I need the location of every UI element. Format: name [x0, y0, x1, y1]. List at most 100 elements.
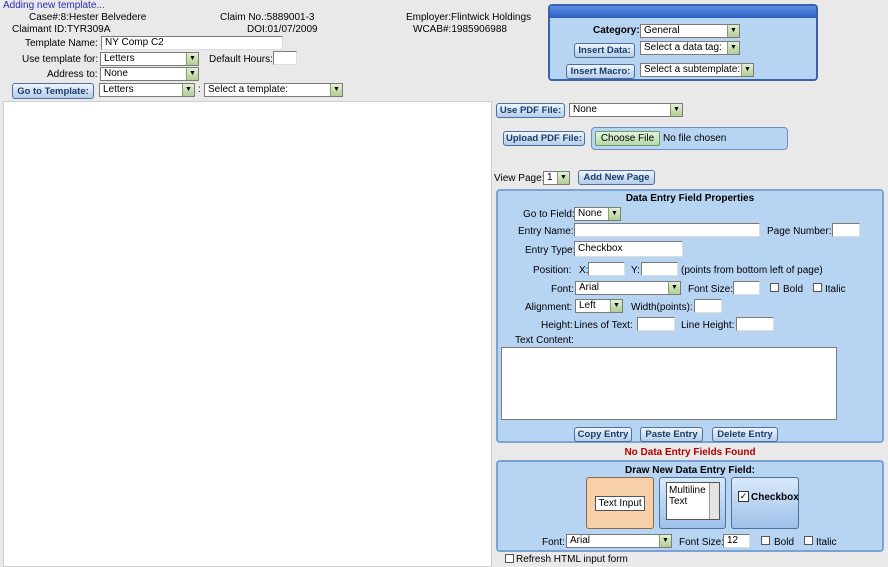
- position-label: Position:: [533, 265, 572, 276]
- draw-italic-checkbox[interactable]: [804, 536, 813, 545]
- pdf-select[interactable]: None ▼: [569, 103, 683, 117]
- go-to-template-button[interactable]: Go to Template:: [12, 83, 94, 99]
- x-input[interactable]: [588, 262, 625, 276]
- status-text: Adding new template...: [3, 0, 105, 11]
- subtemplate-select[interactable]: Select a subtemplate:▼: [640, 63, 754, 77]
- height-label: Height:: [541, 320, 573, 331]
- default-hours-label: Default Hours:: [209, 54, 273, 65]
- multiline-tool[interactable]: Multiline Text: [659, 477, 726, 529]
- colon-separator: :: [198, 84, 201, 95]
- check-icon: ✓: [738, 491, 749, 502]
- multiline-tool-box: Multiline Text: [666, 482, 720, 520]
- go-field-label: Go to Field:: [523, 209, 575, 220]
- entry-type-label: Entry Type:: [525, 245, 576, 256]
- upload-pdf-button[interactable]: Upload PDF File:: [503, 131, 585, 146]
- width-input[interactable]: [694, 299, 722, 313]
- page-number-input[interactable]: [832, 223, 860, 237]
- draw-font-size-input[interactable]: 12: [723, 534, 750, 548]
- use-template-label: Use template for:: [22, 54, 99, 65]
- alignment-label: Alignment:: [525, 302, 573, 313]
- paste-entry-button[interactable]: Paste Entry: [640, 427, 703, 442]
- entry-name-label: Entry Name:: [518, 226, 574, 237]
- insert-data-button[interactable]: Insert Data:: [574, 43, 635, 58]
- font-size-label: Font Size:: [688, 284, 734, 295]
- select-template-value: Select a template:: [208, 84, 289, 95]
- chevron-down-icon: ▼: [741, 64, 753, 76]
- category-select[interactable]: General▼: [640, 24, 740, 38]
- checkbox-tool[interactable]: ✓ Checkbox: [731, 477, 799, 529]
- chevron-down-icon: ▼: [727, 42, 739, 54]
- template-editor-canvas[interactable]: [3, 101, 492, 567]
- employer-label: Employer:Flintwick Holdings: [406, 12, 532, 23]
- copy-entry-button[interactable]: Copy Entry: [574, 427, 632, 442]
- entry-type-input[interactable]: Checkbox: [574, 241, 683, 257]
- line-height-input[interactable]: [736, 317, 774, 331]
- text-content-textarea[interactable]: [501, 347, 837, 420]
- address-value: None: [104, 68, 128, 79]
- font-select[interactable]: Arial ▼: [575, 281, 681, 295]
- chevron-down-icon: ▼: [668, 282, 680, 294]
- add-new-page-button[interactable]: Add New Page: [578, 170, 655, 185]
- text-input-tool[interactable]: Text Input: [586, 477, 654, 529]
- alignment-select[interactable]: Left ▼: [575, 299, 623, 313]
- field-properties-panel: Data Entry Field Properties Go to Field:…: [496, 189, 884, 443]
- chevron-down-icon: ▼: [557, 172, 569, 184]
- font-size-input[interactable]: [733, 281, 760, 295]
- default-hours-input[interactable]: [273, 51, 297, 65]
- draw-bold-checkbox[interactable]: [761, 536, 770, 545]
- font-value: Arial: [579, 282, 600, 293]
- doi-label: DOI:01/07/2009: [247, 24, 318, 35]
- y-input[interactable]: [641, 262, 678, 276]
- chevron-down-icon: ▼: [182, 84, 194, 96]
- view-page-select[interactable]: 1▼: [543, 171, 570, 185]
- text-input-tool-label: Text Input: [595, 495, 645, 511]
- insert-panel-header: [550, 6, 816, 18]
- chevron-down-icon: ▼: [186, 53, 198, 65]
- entry-name-input[interactable]: [574, 223, 760, 237]
- draw-font-select[interactable]: Arial▼: [566, 534, 672, 548]
- use-template-value: Letters: [104, 53, 135, 64]
- draw-font-value: Arial: [570, 535, 591, 546]
- data-tag-select[interactable]: Select a data tag: ▼: [640, 41, 740, 55]
- template-name-label: Template Name:: [25, 38, 98, 49]
- view-page-value: 1: [547, 172, 553, 183]
- lines-input[interactable]: [637, 317, 675, 331]
- bold-checkbox[interactable]: [770, 283, 779, 292]
- select-template-select[interactable]: Select a template: ▼: [204, 83, 343, 97]
- delete-entry-button[interactable]: Delete Entry: [712, 427, 778, 442]
- draw-italic-label: Italic: [816, 537, 837, 548]
- use-template-select[interactable]: Letters ▼: [100, 52, 199, 66]
- y-label: Y:: [631, 265, 640, 276]
- italic-checkbox[interactable]: [813, 283, 822, 292]
- go-field-select[interactable]: None ▼: [574, 207, 621, 221]
- address-select[interactable]: None▼: [100, 67, 199, 81]
- draw-field-title: Draw New Data Entry Field:: [624, 465, 756, 476]
- multiline-tool-label1: Multiline: [669, 485, 706, 496]
- draw-field-panel: Draw New Data Entry Field: Text Input Mu…: [496, 460, 884, 552]
- category-label: Category:: [593, 25, 640, 36]
- address-label: Address to:: [47, 69, 98, 80]
- wcab-label: WCAB#:1985906988: [413, 24, 507, 35]
- template-name-input[interactable]: NY Comp C2: [101, 36, 283, 50]
- scrollbar-icon: [709, 483, 719, 519]
- line-height-label: Line Height:: [681, 320, 735, 331]
- chevron-down-icon: ▼: [610, 300, 622, 312]
- chevron-down-icon: ▼: [608, 208, 620, 220]
- data-tag-value: Select a data tag:: [644, 42, 722, 53]
- go-template-type-select[interactable]: Letters ▼: [99, 83, 195, 97]
- draw-font-label: Font:: [542, 537, 565, 548]
- alignment-value: Left: [579, 300, 596, 311]
- case-label: Case#:8:Hester Belvedere: [29, 12, 147, 23]
- go-field-value: None: [578, 208, 602, 219]
- choose-file-button[interactable]: Choose File: [595, 131, 660, 146]
- chevron-down-icon: ▼: [670, 104, 682, 116]
- go-template-type-value: Letters: [103, 84, 134, 95]
- chevron-down-icon: ▼: [330, 84, 342, 96]
- pdf-value: None: [573, 104, 597, 115]
- draw-bold-label: Bold: [774, 537, 795, 548]
- use-pdf-button[interactable]: Use PDF File:: [496, 103, 565, 118]
- insert-panel: Category: General▼ Insert Data: Select a…: [548, 4, 818, 81]
- refresh-checkbox[interactable]: [505, 554, 514, 563]
- no-fields-message: No Data Entry Fields Found: [624, 447, 756, 458]
- insert-macro-button[interactable]: Insert Macro:: [566, 64, 635, 79]
